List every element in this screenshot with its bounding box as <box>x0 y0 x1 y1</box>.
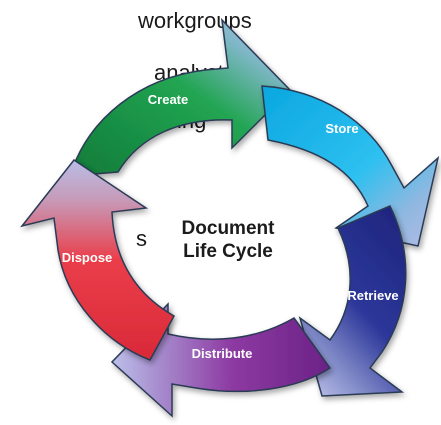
stage-dispose-arrow <box>20 158 176 361</box>
stage-label-distribute: Distribute <box>192 346 253 361</box>
stage-label-create: Create <box>148 92 188 107</box>
stage-label-retrieve: Retrieve <box>347 288 398 303</box>
stage-store-arrow <box>261 85 440 247</box>
center-title-line2: Life Cycle <box>183 241 273 262</box>
stage-retrieve-arrow <box>298 205 407 397</box>
stage-label-dispose: Dispose <box>62 250 113 265</box>
background-text-line: s <box>136 226 147 251</box>
center-title-line1: Document <box>182 218 276 239</box>
stage-create-arrow <box>68 17 292 177</box>
stage-label-store: Store <box>325 121 358 136</box>
stage-distribute-arrow <box>110 302 332 418</box>
